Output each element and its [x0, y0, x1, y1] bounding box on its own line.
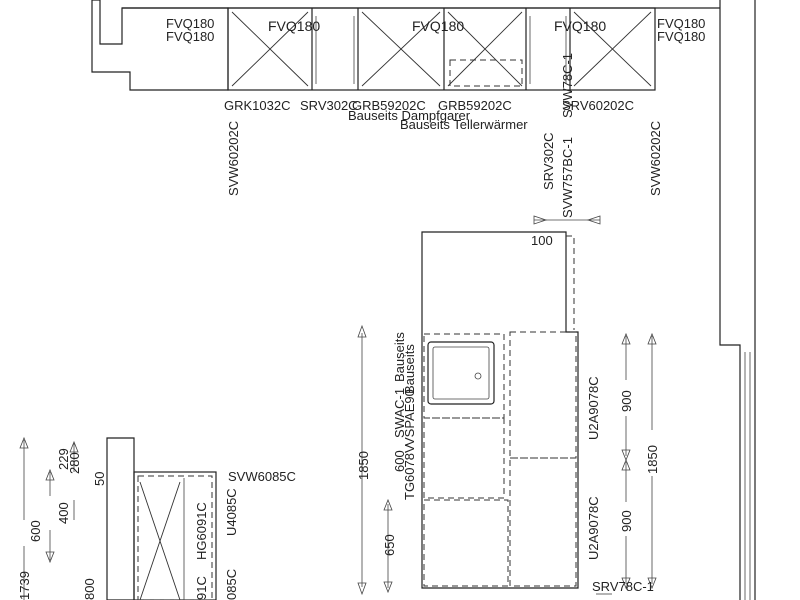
top-cabinet-1-cross: [231, 11, 309, 87]
left-code-hg: HG6091C: [194, 502, 209, 560]
left-lower-cabinet-outline: [423, 499, 509, 587]
left-dim-total: 1739: [17, 571, 32, 600]
top-cabinet-label-1: FVQ180: [268, 18, 320, 34]
left-code-svw: SVW6085C: [228, 469, 296, 484]
right-wall-inner: [719, 8, 741, 600]
walls: [91, 0, 756, 600]
island-code-mid: 600: [392, 450, 407, 472]
island-outline: [421, 231, 579, 589]
island-bauseits-top: Bauseits: [392, 332, 407, 382]
top-cabinet-row: [227, 7, 656, 91]
top-row-dividers: [311, 8, 571, 90]
vertical-svw-left: SVW60202C: [226, 121, 241, 196]
right-end-code-1: FVQ180: [657, 16, 705, 31]
left-lower-wall: [106, 437, 135, 600]
island-dim-right-total: 1850: [645, 445, 660, 474]
island-code-top: SWAC-1: [392, 388, 407, 438]
left-end-code-2: FVQ180: [166, 29, 214, 44]
bauseits-tellerwaermer: Bauseits Tellerwärmer: [400, 117, 528, 132]
top-left-wall: [91, 0, 229, 91]
island-top-dimension: 100: [531, 215, 601, 248]
top-cabinet-3-cross: [447, 11, 523, 87]
under-label-grb-2: GRB59202C: [438, 98, 512, 113]
tg-cabinet-outline: [423, 417, 505, 499]
sink-inner: [432, 346, 490, 400]
left-lower-section: SVW6085C HG6091C U4085C 91C 085C 1739 60…: [17, 436, 296, 600]
vertical-svw757: SVW757BC-1: [560, 137, 575, 218]
under-label-srv302: SRV302C: [300, 98, 358, 113]
island-bauseits-sink: Bauseits: [402, 344, 417, 394]
under-label-srv60202: SRV60202C: [562, 98, 634, 113]
top-cabinet-2-cross: [361, 11, 441, 87]
left-code-085c: 085C: [224, 569, 239, 600]
island: [421, 231, 579, 589]
vertical-svw78: SVW78C-1: [560, 53, 575, 118]
right-upper-cabinet-outline: [509, 331, 577, 459]
top-cabinet-4-cross: [573, 11, 652, 87]
island-right-upper-code: U2A9078C: [586, 376, 601, 440]
island-bottom-code: SRV78C-1: [592, 579, 654, 594]
top-labels: FVQ180 FVQ180 FVQ180 FVQ180 FVQ180 FVQ18…: [166, 16, 705, 218]
sink-drain-icon: [474, 372, 482, 380]
left-cabinet-outline: [133, 471, 217, 600]
top-narrow-panels: [315, 16, 567, 84]
left-end-code-1: FVQ180: [166, 16, 214, 31]
left-cabinet-dash: [137, 475, 213, 600]
island-code-sink: VSPAE90: [402, 389, 417, 446]
left-total-dim-arrow: [19, 436, 29, 449]
island-dim-right-lower: 900: [619, 510, 634, 532]
island-right-total-dim-arrows: [647, 332, 657, 590]
island-dim-right-upper: 900: [619, 390, 634, 412]
left-dim-50: 50: [92, 472, 107, 486]
island-dim-top: 100: [531, 233, 553, 248]
under-label-grb-1: GRB59202C: [352, 98, 426, 113]
island-labels: Bauseits Bauseits VSPAE90 SWAC-1 TG6078V…: [356, 324, 660, 596]
left-229-dim-arrow: [69, 440, 79, 453]
island-top-dash: [566, 235, 575, 330]
sink-outer: [427, 341, 495, 405]
island-right-upper-dim-arrows: [621, 332, 631, 462]
island-code-tg: TG6078V: [402, 444, 417, 500]
left-code-u: U4085C: [224, 488, 239, 536]
island-left-inner-dim-arrows: [383, 498, 393, 594]
top-cabinet-label-2: FVQ180: [412, 18, 464, 34]
island-dim-left-lower: 650: [382, 534, 397, 556]
dim-arrows-top: [533, 215, 601, 225]
under-label-grk: GRK1032C: [224, 98, 290, 113]
island-right-lower-code: U2A9078C: [586, 496, 601, 560]
right-lower-cabinet-outline: [509, 457, 577, 587]
island-left-dim-arrows: [357, 324, 367, 596]
vertical-svw-right: SVW60202C: [648, 121, 663, 196]
island-right-lower-dim-arrows: [621, 458, 631, 590]
top-appliance-outline: [449, 59, 523, 87]
left-dim-800: 800: [82, 578, 97, 600]
right-end-code-2: FVQ180: [657, 29, 705, 44]
top-cabinet-label-3: FVQ180: [554, 18, 606, 34]
island-dim-left-total: 1850: [356, 451, 371, 480]
left-dim-229: 229: [56, 448, 71, 470]
left-dim-600: 600: [28, 520, 43, 542]
right-wall-window: [744, 352, 751, 600]
left-400-dim-arrows: [45, 468, 55, 564]
left-dim-400: 400: [56, 502, 71, 524]
bauseits-dampfgarer: Bauseits Dampfgarer: [348, 108, 471, 123]
top-row-outline: [227, 7, 656, 91]
vertical-srv302: SRV302C: [541, 132, 556, 190]
left-dim-280: 280: [67, 452, 82, 474]
left-cabinet-cross: [139, 481, 181, 600]
left-code-91c: 91C: [194, 576, 209, 600]
